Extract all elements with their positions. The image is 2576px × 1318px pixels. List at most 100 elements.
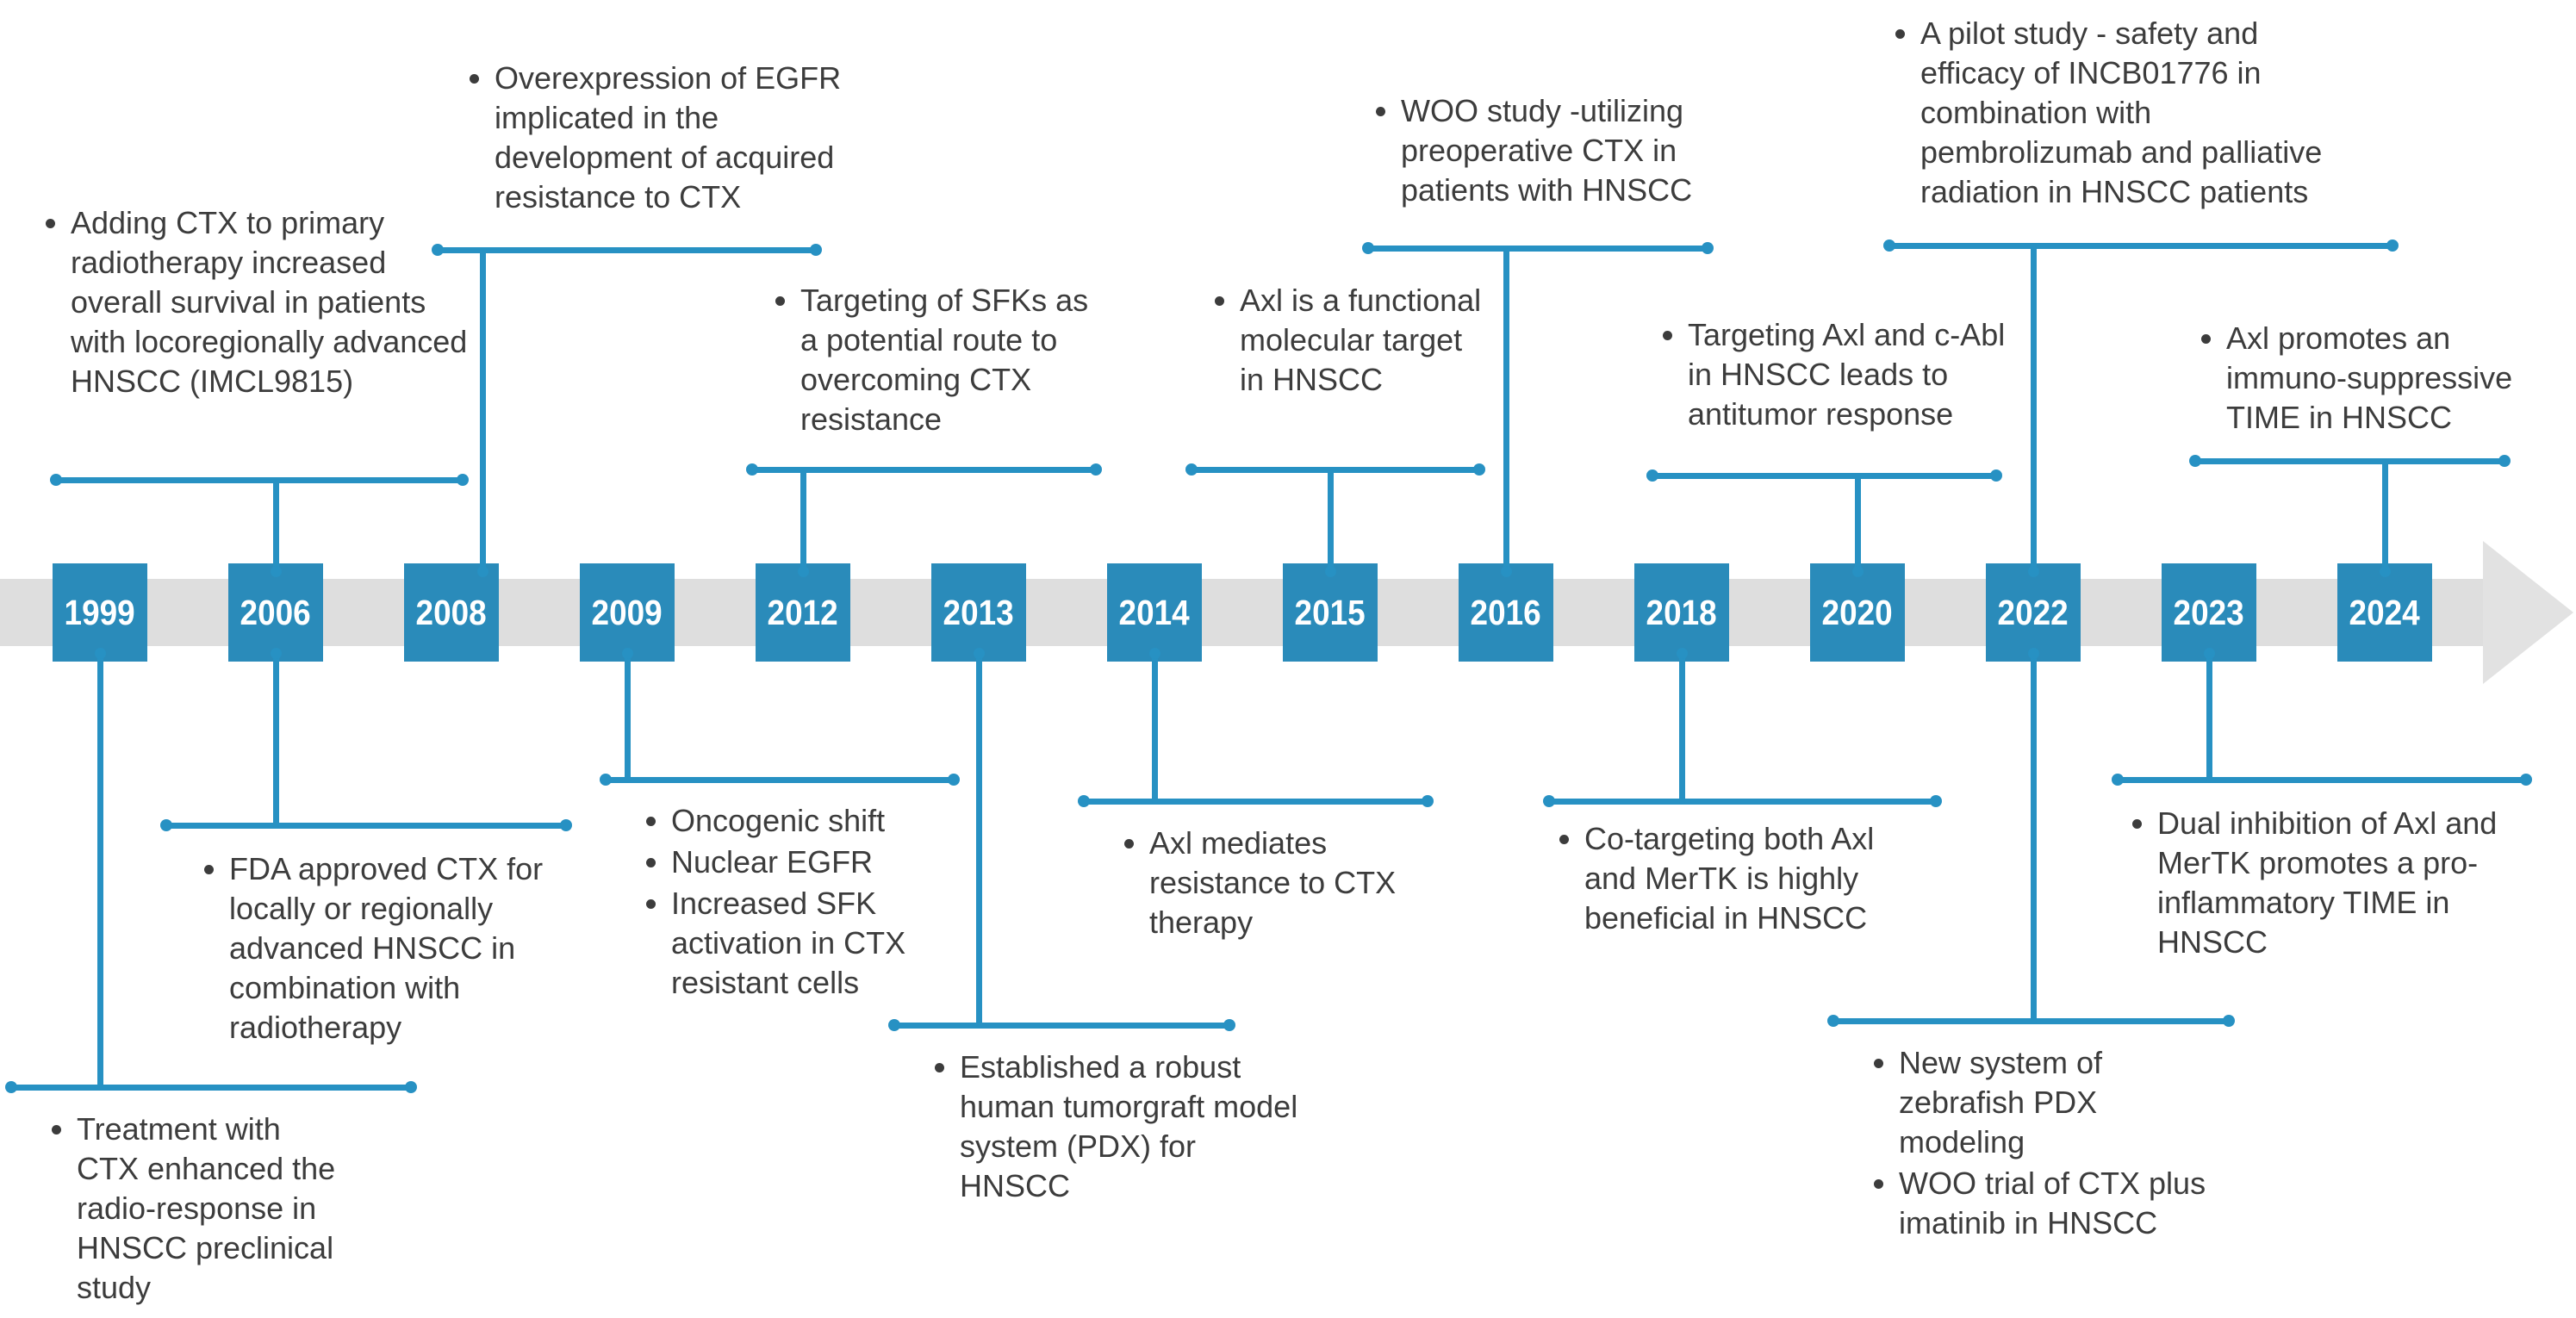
annotation-bullet-list: Targeting of SFKs as a potential route t… [762,281,1094,439]
timeline-band [0,579,2486,646]
annotation-bullet-list: Axl promotes an immuno-suppressive TIME … [2188,319,2550,438]
bracket-endpoint-dot [1078,795,1090,807]
bracket-endpoint-dot [1362,242,1374,254]
annotation-bullet: Increased SFK activation in CTX resistan… [671,884,1004,1003]
annotation-bracket [2112,774,2532,786]
bracket-endpoint-dot [1422,795,1434,807]
annotation-text: Targeting Axl and c-Abl in HNSCC leads t… [1650,315,2029,436]
bracket-endpoint-dot [1473,463,1485,476]
bracket-endpoint-dot [560,819,572,831]
annotation-bullet-list: Established a robust human tumorgraft mo… [922,1048,1310,1206]
annotation-text: Co-targeting both Axl and MerTK is highl… [1546,819,1891,940]
annotation-bracket [2189,455,2511,467]
annotation-bullet: A pilot study - safety and efficacy of I… [1920,14,2348,212]
annotation-bullet: Adding CTX to primary radiotherapy incre… [71,203,476,401]
annotation-connector [2027,648,2039,1024]
annotation-bullet: Axl promotes an immuno-suppressive TIME … [2226,319,2550,438]
year-box-2015: 2015 [1283,563,1378,662]
annotation-bullet-list: WOO study -utilizing preoperative CTX in… [1363,91,1733,210]
annotation-connector [1324,469,1336,577]
year-box-2020: 2020 [1810,563,1905,662]
connector-tip-dot [270,648,282,659]
year-box-2023: 2023 [2162,563,2256,662]
bracket-endpoint-dot [600,774,612,786]
connector-tip-dot [1676,648,1688,659]
annotation-text: A pilot study - safety and efficacy of I… [1882,14,2348,214]
annotation-text: Axl promotes an immuno-suppressive TIME … [2188,319,2550,439]
bracket-endpoint-dot [457,474,469,486]
year-label: 2023 [2173,592,2245,632]
bracket-endpoint-dot [888,1019,900,1031]
bracket-endpoint-dot [2498,455,2511,467]
bracket-endpoint-dot [1883,239,1895,252]
year-label: 2006 [240,592,312,632]
year-box-2009: 2009 [580,563,675,662]
annotation-bracket [1362,242,1714,254]
bracket-endpoint-dot [2520,774,2532,786]
annotation-connector [1500,248,1512,577]
bracket-endpoint-dot [2112,774,2124,786]
annotation-bullet-list: FDA approved CTX for locally or regional… [191,849,570,1048]
bracket-endpoint-dot [1090,463,1102,476]
annotation-text: Treatment with CTX enhanced the radio-re… [39,1110,340,1309]
annotation-connector [94,648,106,1091]
year-label: 2013 [943,592,1015,632]
timeline-arrowhead [2483,541,2573,684]
annotation-text: Adding CTX to primary radiotherapy incre… [33,203,476,403]
bracket-endpoint-dot [2189,455,2201,467]
bracket-endpoint-dot [1702,242,1714,254]
annotation-bullet: Targeting Axl and c-Abl in HNSCC leads t… [1688,315,2029,434]
annotation-connector [1851,476,1864,577]
annotation-connector [797,469,809,577]
year-box-2008: 2008 [404,563,499,662]
annotation-bullet-list: New system of zebrafish PDX modelingWOO … [1861,1043,2223,1243]
year-box-2016: 2016 [1459,563,1553,662]
connector-tip-dot [797,566,809,577]
annotation-connector [270,480,282,577]
year-label: 2016 [1470,592,1542,632]
annotation-text: New system of zebrafish PDX modelingWOO … [1861,1043,2223,1245]
year-label: 1999 [64,592,136,632]
annotation-bracket [1883,239,2399,252]
year-label: 2020 [1821,592,1894,632]
annotation-bullet: Treatment with CTX enhanced the radio-re… [77,1110,340,1308]
annotation-bracket [1646,469,2002,482]
annotation-bracket [746,463,1102,476]
annotation-bullet-list: Co-targeting both Axl and MerTK is highl… [1546,819,1891,938]
year-label: 2012 [767,592,839,632]
bracket-endpoint-dot [810,244,822,256]
annotation-connector [1676,648,1688,805]
annotation-bullet-list: Dual inhibition of Axl and MerTK promote… [2119,804,2542,962]
annotation-bullet-list: Treatment with CTX enhanced the radio-re… [39,1110,340,1308]
connector-tip-dot [2027,566,2039,577]
bracket-endpoint-dot [405,1081,417,1093]
annotation-bullet-list: Oncogenic shiftNuclear EGFRIncreased SFK… [633,801,1004,1003]
annotation-bullet: Nuclear EGFR [671,842,1004,882]
annotation-bracket [1543,795,1942,807]
annotation-bullet-list: Axl is a functional molecular target in … [1202,281,1486,400]
annotation-connector [2379,461,2391,577]
annotation-bracket [432,244,822,256]
annotation-bullet: Oncogenic shift [671,801,1004,841]
annotation-text: WOO study -utilizing preoperative CTX in… [1363,91,1733,212]
connector-tip-dot [1324,566,1336,577]
bracket-endpoint-dot [5,1081,17,1093]
connector-tip-dot [1148,648,1160,659]
bracket-endpoint-dot [160,819,172,831]
annotation-bullet-list: Overexpression of EGFR implicated in the… [457,59,892,217]
annotation-text: Established a robust human tumorgraft mo… [922,1048,1310,1208]
annotation-bullet-list: Adding CTX to primary radiotherapy incre… [33,203,476,401]
annotation-text: Dual inhibition of Axl and MerTK promote… [2119,804,2542,964]
bracket-endpoint-dot [432,244,444,256]
annotation-bullet: WOO trial of CTX plus imatinib in HNSCC [1899,1164,2223,1243]
bracket-endpoint-dot [1646,469,1658,482]
annotation-bracket [5,1081,417,1093]
year-label: 2015 [1294,592,1366,632]
annotation-connector [2027,246,2039,577]
annotation-bullet: Axl mediates resistance to CTX therapy [1149,824,1456,942]
connector-tip-dot [1851,566,1864,577]
connector-tip-dot [2379,566,2391,577]
annotation-bullet: Overexpression of EGFR implicated in the… [495,59,892,217]
connector-tip-dot [2027,648,2039,659]
